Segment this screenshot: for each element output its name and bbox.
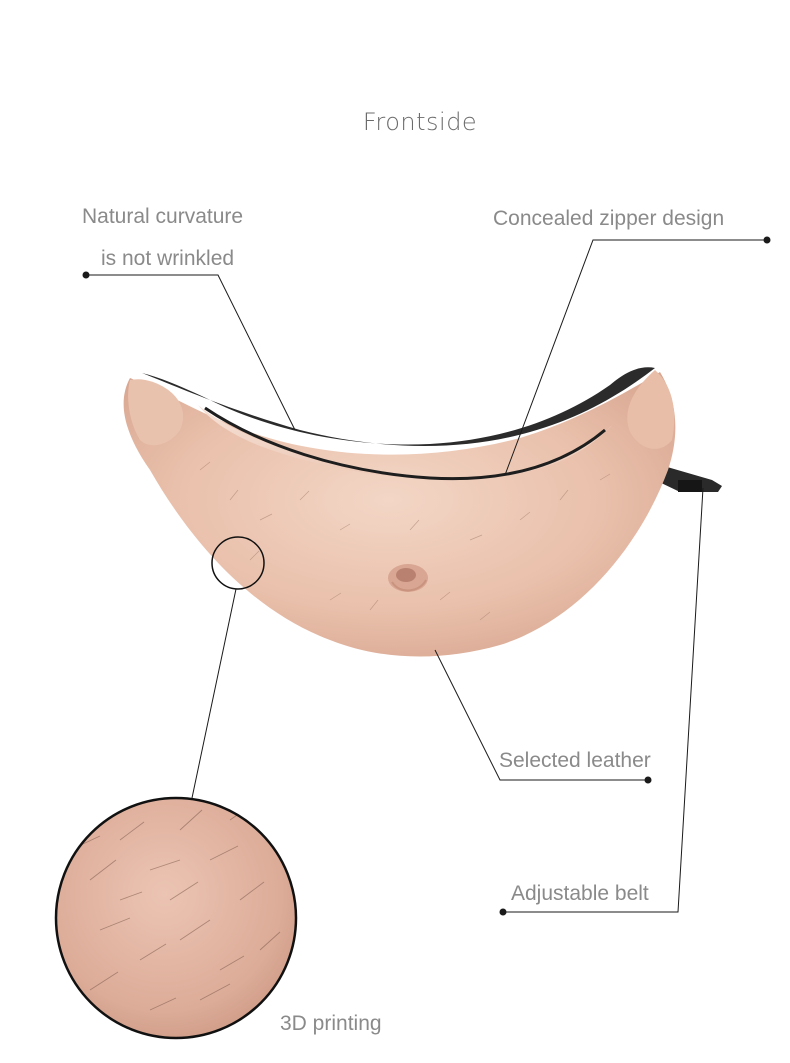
label-leather: Selected leather bbox=[499, 749, 651, 772]
leader-lines bbox=[86, 239, 767, 913]
inspection-circle bbox=[211, 536, 265, 590]
label-curvature-line2: is not wrinkled bbox=[101, 247, 235, 270]
leader-dots bbox=[82, 236, 771, 916]
page-title: Frontside bbox=[362, 108, 478, 136]
label-zipper: Concealed zipper design bbox=[493, 207, 725, 230]
label-belt: Adjustable belt bbox=[511, 882, 649, 905]
label-printing: 3D printing bbox=[280, 1012, 382, 1035]
zoom-circle bbox=[54, 796, 298, 1040]
belly-bag bbox=[123, 367, 676, 657]
label-curvature-line1: Natural curvature bbox=[82, 205, 244, 228]
